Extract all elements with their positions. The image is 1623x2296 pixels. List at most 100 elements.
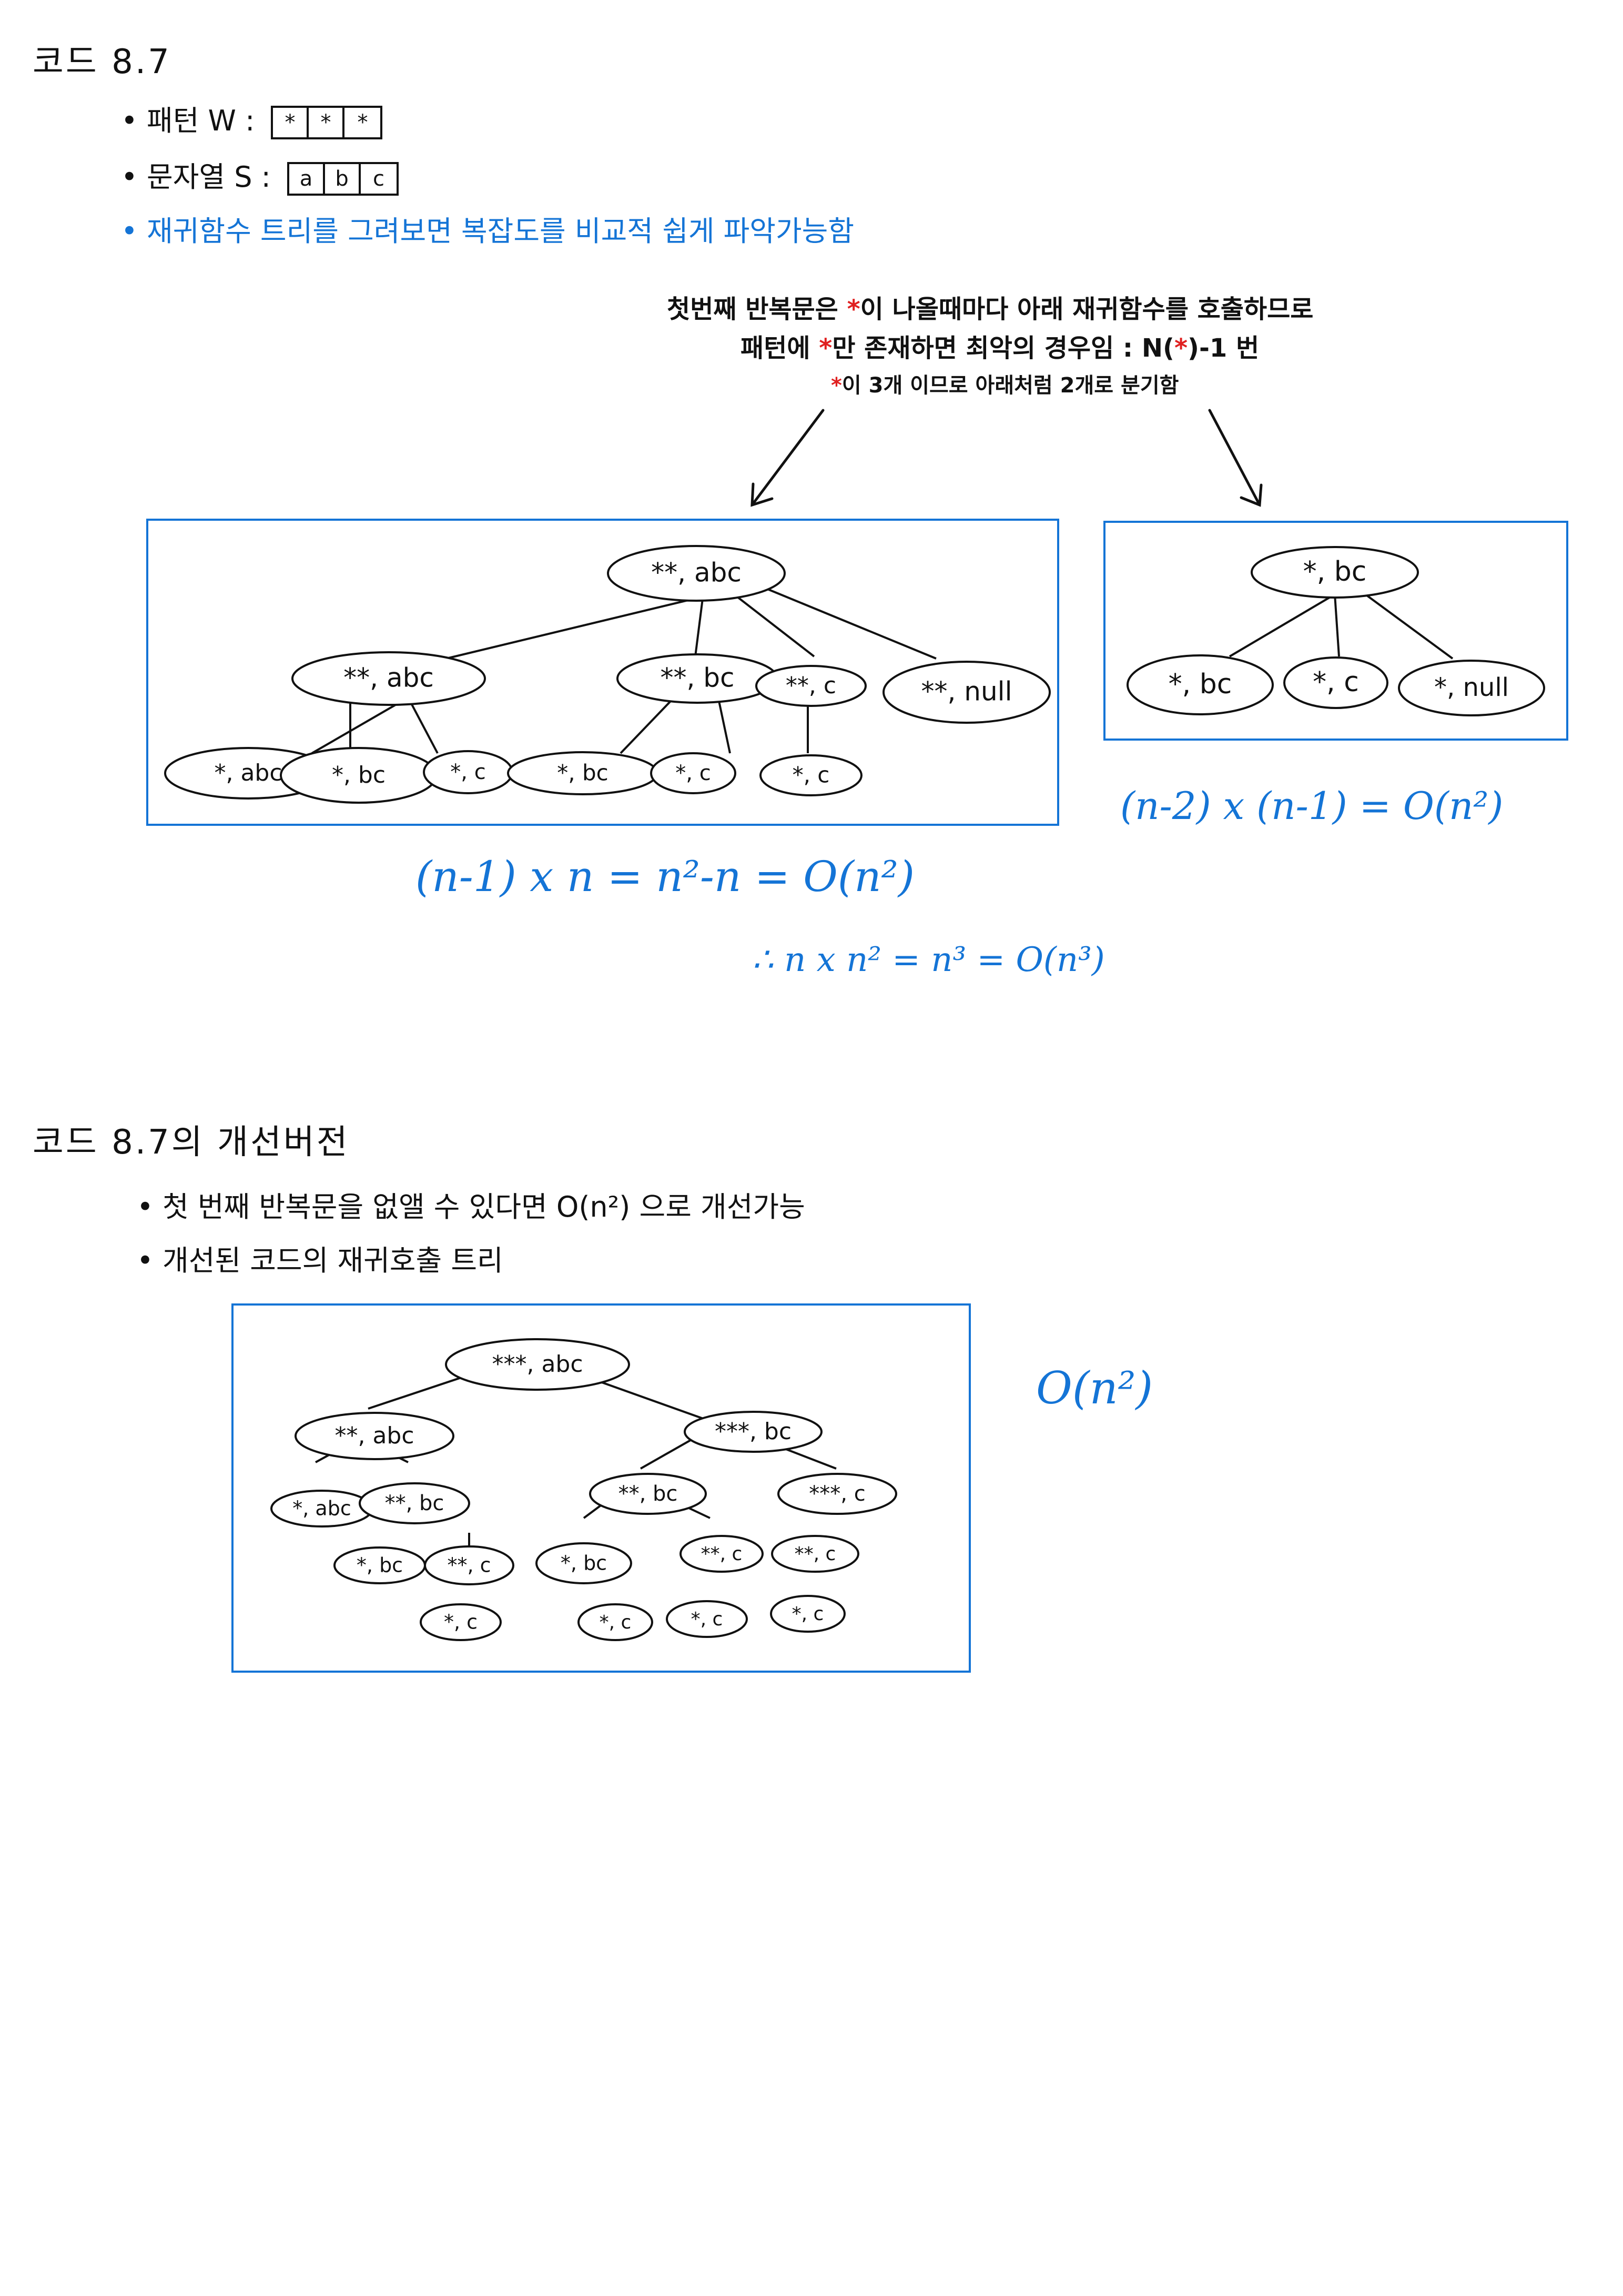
bullet-dot: • bbox=[121, 215, 147, 248]
bullet-dot: • bbox=[137, 1190, 163, 1223]
annotation-arrows bbox=[750, 409, 1263, 507]
tree2-leaf-label: *, null bbox=[1434, 673, 1509, 702]
tree1-leaf-label: *, bc bbox=[332, 762, 386, 788]
section1-title: 코드 8.7 bbox=[33, 43, 171, 82]
formula-left: (n-1) x n = n²-n = O(n²) bbox=[415, 852, 915, 901]
pattern-array: *** bbox=[271, 106, 383, 140]
annotation-line1: 첫번째 반복문은 *이 나올때마다 아래 재귀함수를 호출하므로 bbox=[667, 288, 1313, 325]
tree2-leaf bbox=[1127, 654, 1274, 715]
annotation-text: 첫번째 반복문은 bbox=[667, 295, 838, 324]
formula-right: (n-2) x (n-1) = O(n²) bbox=[1120, 784, 1504, 828]
asterisk-mark: * bbox=[819, 333, 833, 363]
pattern-cell: * bbox=[357, 110, 368, 135]
annotation-text: 패턴에 bbox=[741, 333, 810, 363]
tree1-node-label: **, c bbox=[786, 672, 836, 699]
string-cell: c bbox=[373, 167, 385, 191]
pattern-label: 패턴 W : bbox=[147, 104, 255, 137]
tree1-leaf-label: *, c bbox=[793, 762, 830, 788]
tree3-leaf bbox=[666, 1600, 748, 1638]
tree1-diagram: **, abc **, abc **, bc **, c **, null *,… bbox=[164, 545, 1051, 804]
tree3-node bbox=[535, 1542, 632, 1584]
tree3-frame bbox=[231, 1303, 971, 1673]
tree-note-text: 재귀함수 트리를 그려보면 복잡도를 비교적 쉽게 파악가능함 bbox=[147, 215, 855, 248]
tree2-leaf-label: *, bc bbox=[1169, 669, 1232, 700]
tree2-leaf-label: *, c bbox=[1313, 666, 1359, 698]
tree3-node bbox=[359, 1482, 470, 1524]
tree2-root-node bbox=[1251, 546, 1419, 599]
arrow-left bbox=[750, 409, 825, 507]
tree3-node bbox=[777, 1473, 897, 1515]
tree1-leaf bbox=[650, 752, 736, 794]
tree1-leaf-label: *, c bbox=[675, 761, 711, 785]
tree3-node-label: *, bc bbox=[561, 1552, 607, 1575]
tree1-leaf-label: *, abc bbox=[214, 760, 282, 786]
tree1-node bbox=[291, 651, 486, 706]
tree1-node-label: **, bc bbox=[660, 663, 734, 693]
tree3-node bbox=[771, 1535, 859, 1573]
annotation-text: 이 3개 이므로 아래처럼 2개로 분기함 bbox=[841, 373, 1179, 398]
tree1-node bbox=[882, 661, 1051, 724]
annotation-line2: 패턴에 *만 존재하면 최악의 경우임 : N(*)-1 번 bbox=[741, 327, 1259, 364]
tree1-root-label: **, abc bbox=[651, 558, 742, 588]
pattern-cell: * bbox=[273, 108, 309, 138]
pattern-cell: * bbox=[309, 108, 345, 138]
tree1-node-label: **, abc bbox=[343, 663, 434, 693]
tree3-node-label: **, c bbox=[701, 1543, 743, 1565]
tree3-diagram: ***, abc **, abc ***, bc *, abc **, bc *… bbox=[270, 1338, 897, 1641]
tree3-leaf-label: *, c bbox=[600, 1612, 632, 1633]
tree3-leaf bbox=[420, 1603, 502, 1641]
tree3-leaf-label: *, c bbox=[691, 1609, 723, 1630]
tree3-leaf-label: *, c bbox=[792, 1603, 824, 1625]
tree3-node-label: *, bc bbox=[357, 1554, 403, 1577]
tree2-frame bbox=[1103, 521, 1568, 741]
tree1-leaf-label: *, bc bbox=[557, 760, 608, 786]
arrow-left-head bbox=[750, 482, 774, 507]
tree3-node-label: **, c bbox=[447, 1554, 491, 1577]
section2-bullet2: • 개선된 코드의 재귀호출 트리 bbox=[137, 1237, 503, 1279]
tree1-node bbox=[755, 665, 867, 707]
bullet-dot: • bbox=[121, 104, 147, 137]
bullet-dot: • bbox=[137, 1244, 163, 1277]
tree3-root-label: ***, abc bbox=[492, 1351, 583, 1378]
bullet-text: 개선된 코드의 재귀호출 트리 bbox=[163, 1244, 503, 1277]
formula-improved: O(n²) bbox=[1036, 1362, 1153, 1414]
tree3-node bbox=[295, 1412, 454, 1460]
tree1-root-node bbox=[607, 545, 786, 602]
tree1-node-label: **, null bbox=[921, 676, 1012, 707]
tree3-node-label: ***, bc bbox=[715, 1418, 792, 1445]
formula-total: ∴ n x n² = n³ = O(n³) bbox=[752, 940, 1105, 979]
tree3-leaf bbox=[770, 1595, 846, 1633]
tree3-node bbox=[589, 1473, 707, 1515]
arrow-right bbox=[1208, 409, 1261, 507]
tree2-root-label: *, bc bbox=[1303, 556, 1367, 588]
tree2-diagram: *, bc *, bc *, c *, null bbox=[1127, 546, 1545, 716]
tree2-leaf bbox=[1398, 660, 1545, 716]
tree3-node-label: ***, c bbox=[809, 1482, 865, 1506]
tree3-node-label: *, abc bbox=[292, 1497, 351, 1520]
annotation-line3: *이 3개 이므로 아래처럼 2개로 분기함 bbox=[831, 368, 1179, 399]
tree2-leaf bbox=[1283, 656, 1388, 709]
arrow-right-head bbox=[1240, 483, 1263, 507]
tree-note: • 재귀함수 트리를 그려보면 복잡도를 비교적 쉽게 파악가능함 bbox=[121, 208, 854, 249]
annotation-text: 만 존재하면 최악의 경우임 : N( bbox=[832, 333, 1174, 363]
asterisk-mark: * bbox=[1174, 333, 1188, 363]
tree3-node bbox=[684, 1411, 823, 1453]
asterisk-mark: * bbox=[847, 295, 860, 324]
asterisk-mark: * bbox=[831, 373, 842, 398]
tree1-leaf bbox=[759, 754, 863, 796]
tree3-root-node bbox=[445, 1338, 630, 1391]
tree1-frame bbox=[146, 519, 1059, 826]
string-cell: a bbox=[289, 164, 326, 194]
pattern-row: • 패턴 W : *** bbox=[121, 97, 383, 140]
section2-bullet1: • 첫 번째 반복문을 없앨 수 있다면 O(n²) 으로 개선가능 bbox=[137, 1184, 805, 1225]
tree3-node bbox=[679, 1535, 764, 1573]
annotation-text: 이 나올때마다 아래 재귀함수를 호출하므로 bbox=[860, 295, 1314, 324]
annotation-text: )-1 번 bbox=[1188, 333, 1260, 363]
tree3-leaf bbox=[577, 1603, 653, 1641]
tree3-node-label: **, c bbox=[795, 1543, 836, 1565]
tree3-node-label: **, bc bbox=[618, 1482, 678, 1506]
tree3-leaf-label: *, c bbox=[444, 1611, 478, 1634]
bullet-text: 첫 번째 반복문을 없앨 수 있다면 O(n²) 으로 개선가능 bbox=[163, 1190, 805, 1223]
